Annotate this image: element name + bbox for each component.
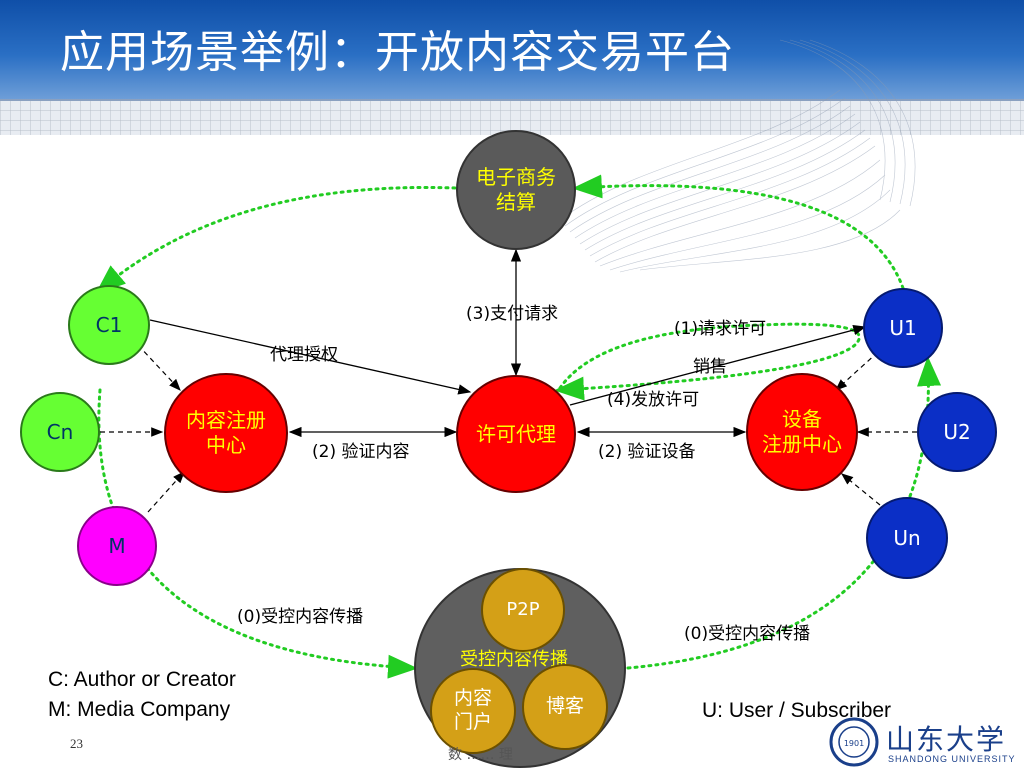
decorative-swirl (559, 39, 916, 273)
node-un: Un (866, 497, 948, 579)
node-u2: U2 (917, 392, 997, 472)
page-number: 23 (70, 736, 83, 751)
university-name-en: SHANDONG UNIVERSITY (888, 754, 1016, 764)
page-title: 应用场景举例：开放内容交易平台 (60, 27, 735, 78)
university-name-cn: 山东大学 (886, 723, 1007, 756)
label-distribution-left: (0)受控内容传播 (237, 607, 364, 627)
solid-arrows (149, 248, 867, 438)
legend-user: U: User / Subscriber (702, 699, 892, 722)
node-license-proxy: 许可代理 (456, 375, 576, 493)
university-logo: 1901 山东大学 SHANDONG UNIVERSITY (828, 716, 1024, 768)
node-blog-label: 博客 (545, 695, 584, 718)
arrow-m-to-content-registry (147, 471, 185, 513)
footer-text: 数 …… 理 (448, 747, 513, 763)
label-distribution-right: (0)受控内容传播 (684, 624, 811, 644)
node-un-label: Un (893, 525, 921, 550)
label-sales: 销售 (693, 357, 727, 377)
node-blog: 博客 (522, 664, 608, 750)
university-seal-icon: 1901 (829, 717, 879, 767)
arrow-c1-to-license (149, 319, 472, 395)
label-agent-authorization: 代理授权 (270, 345, 338, 365)
node-u1: U1 (863, 288, 943, 368)
label-payment-request: (3)支付请求 (466, 304, 559, 324)
node-ecommerce-label: 电子商务 结算 (476, 165, 556, 214)
node-device-registry-label: 设备 注册中心 (762, 407, 842, 456)
node-content-portal-label: 内容 门户 (453, 687, 492, 733)
node-device-registry: 设备 注册中心 (746, 373, 858, 491)
node-m-label: M (108, 533, 126, 558)
arrow-un-to-device-registry (841, 473, 881, 506)
seal-year: 1901 (844, 739, 864, 748)
flow-ecommerce-to-c1 (95, 185, 457, 294)
node-license-proxy-label: 许可代理 (476, 421, 556, 446)
legend-author: C: Author or Creator (48, 668, 236, 691)
node-ecommerce-settlement: 电子商务 结算 (456, 130, 576, 250)
node-cn: Cn (20, 392, 100, 472)
node-cn-label: Cn (46, 419, 74, 444)
node-c1-label: C1 (95, 312, 123, 337)
header-banner: 应用场景举例：开放内容交易平台 (0, 0, 1024, 135)
node-content-registry-label: 内容注册 中心 (186, 408, 266, 457)
node-u2-label: U2 (943, 419, 971, 444)
legend-media: M: Media Company (48, 698, 231, 721)
node-c1: C1 (68, 285, 150, 365)
node-m: M (77, 506, 157, 586)
flow-cn-to-distribution (97, 388, 418, 679)
node-p2p: P2P (481, 568, 565, 652)
node-content-registry: 内容注册 中心 (164, 373, 288, 493)
distribution-label: 受控内容传播 (460, 649, 568, 670)
label-verify-device: (2) 验证设备 (598, 442, 696, 462)
node-u1-label: U1 (889, 315, 917, 340)
arrow-license-to-u1 (569, 324, 867, 406)
dashed-arrows (100, 344, 917, 513)
node-content-portal: 内容 门户 (430, 668, 516, 754)
label-request-license: (1)请求许可 (674, 319, 767, 339)
arrow-c1-to-content-registry (137, 344, 181, 391)
node-p2p-label: P2P (506, 598, 540, 620)
label-issue-license: (4)发放许可 (607, 390, 700, 410)
arrow-u1-to-device-registry (835, 351, 879, 391)
label-verify-content: (2) 验证内容 (312, 442, 410, 462)
header-background (0, 0, 1024, 135)
